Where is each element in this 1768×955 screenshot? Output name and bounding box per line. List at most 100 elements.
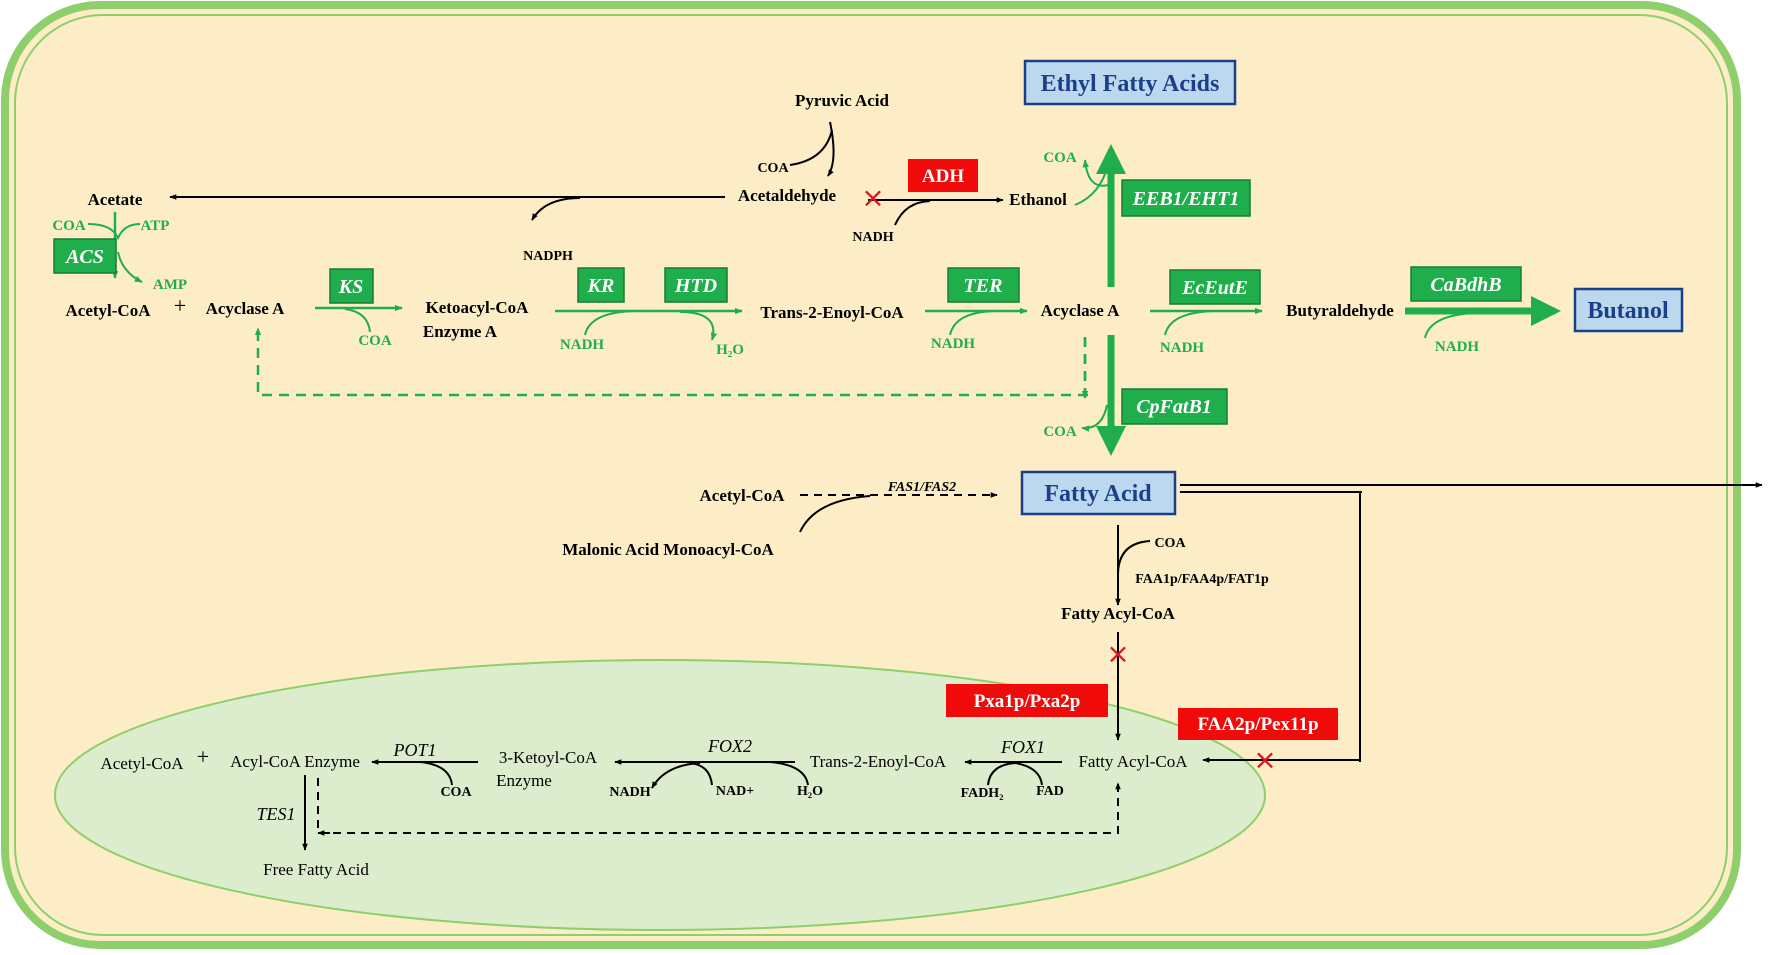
- enzyme-kr-label: KR: [587, 275, 615, 297]
- coa-cpFatB1-curve: [1081, 404, 1108, 432]
- ethanol-to-eeb-curve: [1074, 164, 1109, 206]
- coa-acs-label: COA: [52, 218, 86, 234]
- enzyme-faa2-label: FAA2p/Pex11p: [1197, 714, 1318, 735]
- coa-faa-label: COA: [1154, 536, 1186, 551]
- faa2-block-mark: ×: [1253, 743, 1276, 776]
- enzyme-htd-box: HTD: [664, 267, 728, 303]
- nadph-label: NADPH: [523, 249, 573, 264]
- nadh-fox2-curve: [651, 762, 701, 789]
- fatty-acid-label: Fatty Acid: [1044, 481, 1152, 507]
- enzyme-ter-box: TER: [947, 267, 1020, 303]
- cell-membrane-inner: [14, 14, 1728, 936]
- enzyme-eeb1-box: EEB1/EHT1: [1121, 179, 1251, 217]
- amp-label: AMP: [153, 277, 187, 293]
- butanol-label: Butanol: [1587, 298, 1669, 324]
- ethanol-label: Ethanol: [1009, 190, 1067, 209]
- coa-release-curve: [789, 129, 833, 166]
- coa-ks-curve: [344, 308, 371, 333]
- plus-sign-2: +: [197, 744, 209, 769]
- acyclase-a-label-2: Acyclase A: [1041, 301, 1121, 320]
- faa1-label: FAA1p/FAA4p/FAT1p: [1135, 572, 1269, 587]
- nadph-curve: [531, 197, 581, 221]
- coa-pot1-label: COA: [440, 785, 472, 800]
- ethyl-fatty-acids-label: Ethyl Fatty Acids: [1041, 71, 1220, 97]
- beta-oxidation-dashed-cycle: [317, 778, 1121, 834]
- enzyme-ecEutE-label: EcEutE: [1181, 277, 1248, 299]
- enzyme-eeb1-label: EEB1/EHT1: [1132, 188, 1240, 210]
- nadh-fox2-label: NADH: [609, 785, 650, 800]
- butanol-box: Butanol: [1573, 287, 1684, 333]
- nadh-adh-label: NADH: [852, 230, 893, 245]
- enzyme-faa2-box: FAA2p/Pex11p: [1178, 708, 1338, 740]
- trans-enoyl-coa-label: Trans-2-Enoyl-CoA: [760, 303, 904, 322]
- butyraldehyde-label: Butyraldehyde: [1286, 301, 1394, 320]
- enzyme-ks-box: KS: [329, 268, 374, 304]
- h2o-fox2-curve: [769, 761, 809, 786]
- enzyme-ter-label: TER: [964, 275, 1003, 297]
- peroxisome: [54, 659, 1266, 931]
- fatty-acid-box: Fatty Acid: [1020, 470, 1177, 516]
- ketoyl-coa-label: 3-Ketoyl-CoA: [499, 748, 598, 767]
- acyl-coa-enzyme-label: Acyl-CoA Enzyme: [230, 752, 360, 771]
- malonic-label: Malonic Acid Monoacyl-CoA: [562, 540, 774, 559]
- enzyme-ecEutE-box: EcEutE: [1169, 269, 1261, 305]
- enzyme-cpFatB1-box: CpFatB1: [1121, 388, 1228, 425]
- fas-label: FAS1/FAS2: [887, 480, 956, 495]
- plus-sign-1: +: [174, 293, 186, 318]
- acetaldehyde-label: Acetaldehyde: [738, 186, 837, 205]
- tes1-label: TES1: [256, 804, 295, 824]
- coa-eeb-curve: [1082, 159, 1109, 187]
- pot1-label: POT1: [392, 740, 436, 760]
- nadh-ecEutE-curve: [1164, 310, 1216, 336]
- coa-cpFatB1-label: COA: [1043, 424, 1077, 440]
- enzyme-caBdhB-label: CaBdhB: [1430, 274, 1501, 296]
- coa-eeb-label: COA: [1043, 150, 1077, 166]
- fadh2-curve: [987, 762, 1016, 786]
- nadh-caBdhB-label: NADH: [1435, 339, 1479, 355]
- nadh-ter-label: NADH: [931, 336, 975, 352]
- nadh-ter-curve: [949, 310, 996, 336]
- malonic-curve: [799, 495, 871, 533]
- nadh-caBdhB-curve: [1424, 312, 1476, 339]
- coa-atp-curve: [87, 223, 141, 241]
- nadh-kr-label: NADH: [560, 337, 604, 353]
- enzyme-pxa-label: Pxa1p/Pxa2p: [974, 691, 1081, 712]
- enzyme-caBdhB-box: CaBdhB: [1410, 266, 1522, 302]
- atp-label: ATP: [141, 218, 170, 234]
- enzyme-pxa-box: Pxa1p/Pxa2p: [946, 684, 1108, 717]
- ketoyl-enzyme-label: Enzyme: [496, 771, 552, 790]
- fad-label: FAD: [1036, 784, 1064, 799]
- enzyme-adh-label: ADH: [922, 166, 964, 187]
- enzyme-kr-box: KR: [577, 267, 625, 303]
- enzyme-adh-box: ADH: [908, 159, 978, 192]
- nadh-kr-curve: [584, 310, 636, 336]
- trans-enoyl-coa-per-label: Trans-2-Enoyl-CoA: [810, 752, 947, 771]
- fox1-label: FOX1: [1000, 737, 1045, 757]
- enzyme-htd-label: HTD: [674, 275, 717, 297]
- coa-pyr-label: COA: [757, 161, 789, 176]
- amp-curve: [117, 251, 143, 283]
- pxa-block-mark: ×: [1106, 637, 1129, 670]
- enzyme-acs-label: ACS: [64, 246, 104, 268]
- h2o-htd-label: H₂O: [716, 342, 744, 358]
- fatty-acyl-coa-label: Fatty Acyl-CoA: [1061, 604, 1176, 623]
- ketoacyl-enzyme-a-label: Enzyme A: [423, 322, 498, 341]
- enzyme-acs-box: ACS: [53, 238, 117, 274]
- fadh2-label: FADH₂: [961, 786, 1004, 801]
- nadh-adh-curve: [894, 200, 931, 226]
- free-fatty-acid-label: Free Fatty Acid: [263, 860, 369, 879]
- fox2-label: FOX2: [707, 736, 752, 756]
- coa-faa-curve: [1117, 540, 1151, 576]
- pyruvic-acid-label: Pyruvic Acid: [795, 91, 890, 110]
- h2o-fox2-label: H₂O: [797, 784, 823, 799]
- coa-pot1-curve: [419, 761, 453, 786]
- enzyme-cpFatB1-label: CpFatB1: [1136, 396, 1212, 418]
- fatty-acyl-coa-per-label: Fatty Acyl-CoA: [1078, 752, 1188, 771]
- nadh-ecEutE-label: NADH: [1160, 340, 1204, 356]
- acetate-label: Acetate: [88, 190, 143, 209]
- h2o-htd-curve: [679, 311, 718, 341]
- pyruvic-to-acetaldehyde-arrow: [827, 121, 835, 177]
- enzyme-ks-label: KS: [338, 276, 363, 298]
- ethyl-fatty-acids-box: Ethyl Fatty Acids: [1023, 59, 1237, 106]
